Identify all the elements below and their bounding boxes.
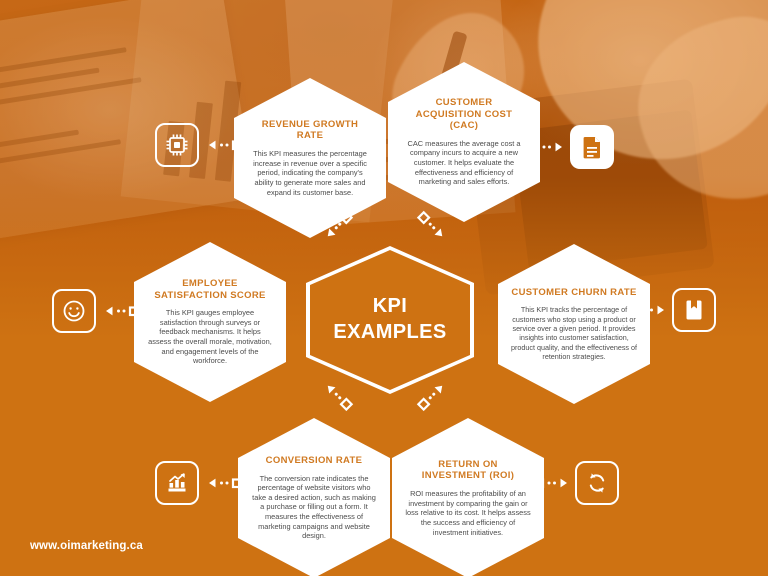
card-title: REVENUE GROWTH RATE xyxy=(261,118,359,142)
connector-churn-to-book xyxy=(630,302,670,318)
card-title: EMPLOYEE SATISFACTION SCORE xyxy=(154,278,266,301)
center-hexagon-fill: KPI EXAMPLES xyxy=(310,250,470,390)
connector-cac-to-document xyxy=(528,139,568,155)
connector-center-to-cac xyxy=(412,206,452,246)
card-title: CONVERSION RATE xyxy=(265,455,363,467)
connector-conversion-to-chart xyxy=(203,475,243,491)
card-body: This KPI gauges employee satisfaction th… xyxy=(148,308,272,366)
card-return-on-investment[interactable]: RETURN ON INVESTMENT (ROI) ROI measures … xyxy=(392,418,544,576)
card-conversion-rate[interactable]: CONVERSION RATE The conversion rate indi… xyxy=(238,418,390,576)
connector-center-to-conversion xyxy=(318,376,358,416)
connector-revenue-to-chip xyxy=(203,137,243,153)
cycle-icon[interactable] xyxy=(575,461,619,505)
center-title: KPI EXAMPLES xyxy=(333,294,446,345)
smiley-icon[interactable] xyxy=(52,289,96,333)
center-title-line2: EXAMPLES xyxy=(333,321,447,343)
card-title: CUSTOMER CHURN RATE xyxy=(511,286,637,298)
card-body: ROI measures the profitability of an inv… xyxy=(405,489,531,537)
card-body: The conversion rate indicates the percen… xyxy=(252,473,376,541)
connector-roi-to-cycle xyxy=(533,475,573,491)
card-body: This KPI measures the percentage increas… xyxy=(253,149,367,197)
card-body: CAC measures the average cost a company … xyxy=(407,138,521,187)
card-body: This KPI tracks the percentage of custom… xyxy=(511,305,637,361)
connector-employee-to-smiley xyxy=(100,303,140,319)
document-icon[interactable] xyxy=(570,125,614,169)
card-revenue-growth-rate[interactable]: REVENUE GROWTH RATE This KPI measures th… xyxy=(234,78,386,238)
card-title: CUSTOMER ACQUISITION COST (CAC) xyxy=(415,97,513,132)
center-hexagon: KPI EXAMPLES xyxy=(306,246,474,394)
chart-growth-icon[interactable] xyxy=(155,461,199,505)
connector-center-to-revenue xyxy=(318,206,358,246)
book-icon[interactable] xyxy=(672,288,716,332)
chip-icon[interactable] xyxy=(155,123,199,167)
footer-website-url[interactable]: www.oimarketing.ca xyxy=(30,540,143,552)
center-title-line1: KPI xyxy=(372,295,408,318)
card-title: RETURN ON INVESTMENT (ROI) xyxy=(421,458,515,482)
connector-center-to-roi xyxy=(412,376,452,416)
